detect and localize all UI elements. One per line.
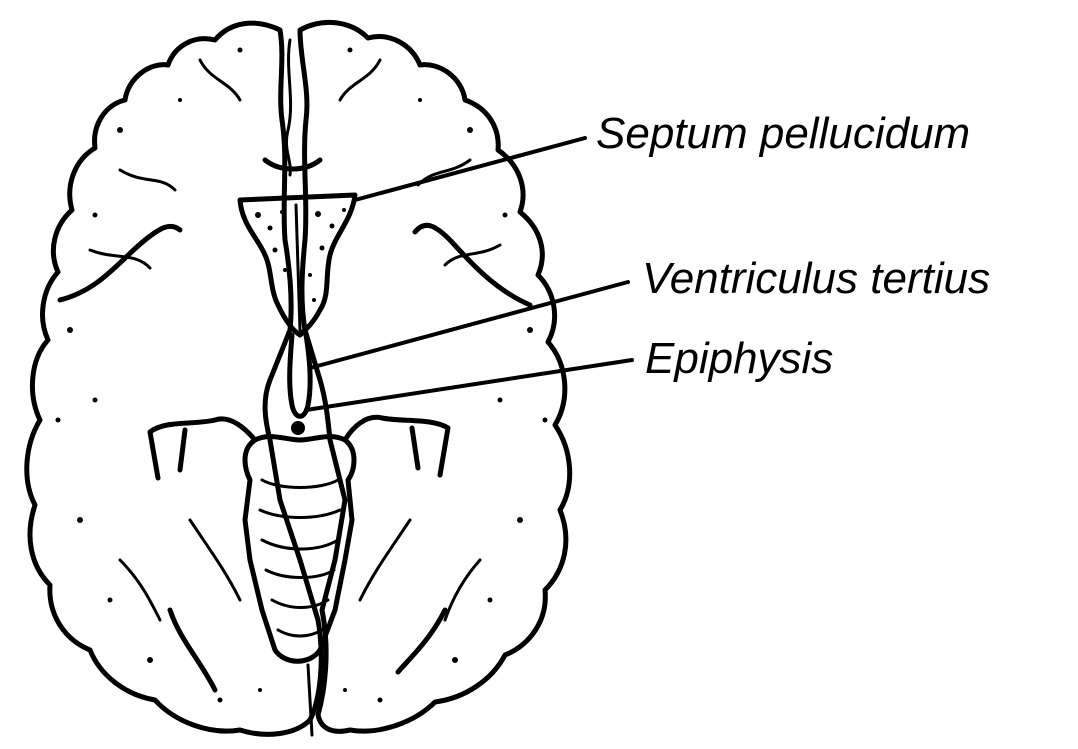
left-posterior-structures [150,419,255,478]
label-septum-pellucidum: Septum pellucidum [596,112,970,156]
left-hemisphere-outline [27,23,321,734]
right-occipital-horn [398,610,445,672]
lateral-sulci [60,225,530,305]
cortex-speckles [56,48,548,703]
leader-epiphysis [306,360,632,410]
right-posterior-structures [345,417,448,475]
pineal-gland [291,421,305,435]
label-epiphysis: Epiphysis [645,337,833,381]
interhemispheric-fissure-frontal [286,40,290,175]
leader-ventriculus [310,282,628,368]
septum-pellucidum-shape [296,205,300,330]
left-occipital-horn [170,610,215,690]
leader-septum [355,138,585,200]
label-ventriculus-tertius: Ventriculus tertius [642,257,990,301]
corpus-callosum-genu [265,160,320,169]
third-ventricle [290,335,310,416]
posterior-sulci [120,520,480,620]
